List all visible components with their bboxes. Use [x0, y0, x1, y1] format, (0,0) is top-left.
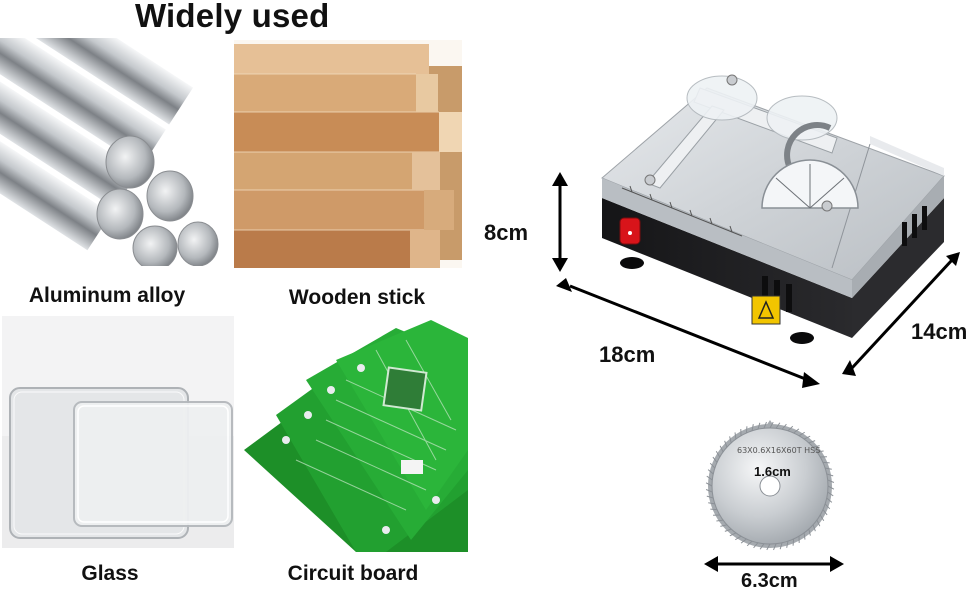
- caption-circuit: Circuit board: [287, 562, 419, 585]
- height-dimension-label: 8cm: [484, 220, 529, 245]
- page-heading: Widely used: [135, 0, 330, 34]
- circuit-boards-photo: [236, 320, 468, 552]
- saw-blade-photo: [704, 420, 836, 552]
- length-dimension-label: 18cm: [599, 342, 656, 367]
- wooden-sticks-photo: [234, 40, 462, 268]
- width-dimension-label: 14cm: [911, 319, 968, 344]
- blade-bore-label: 1.6cm: [754, 464, 791, 479]
- blade-diameter-label: 6.3cm: [741, 570, 798, 592]
- blade-marking: 63X0.6X16X60T HSS: [737, 446, 821, 455]
- glass-sheets-photo: [2, 316, 234, 548]
- caption-aluminum: Aluminum alloy: [28, 284, 186, 307]
- caption-glass: Glass: [81, 562, 139, 585]
- aluminum-rods-photo: [0, 38, 222, 266]
- caption-wooden: Wooden stick: [288, 286, 426, 309]
